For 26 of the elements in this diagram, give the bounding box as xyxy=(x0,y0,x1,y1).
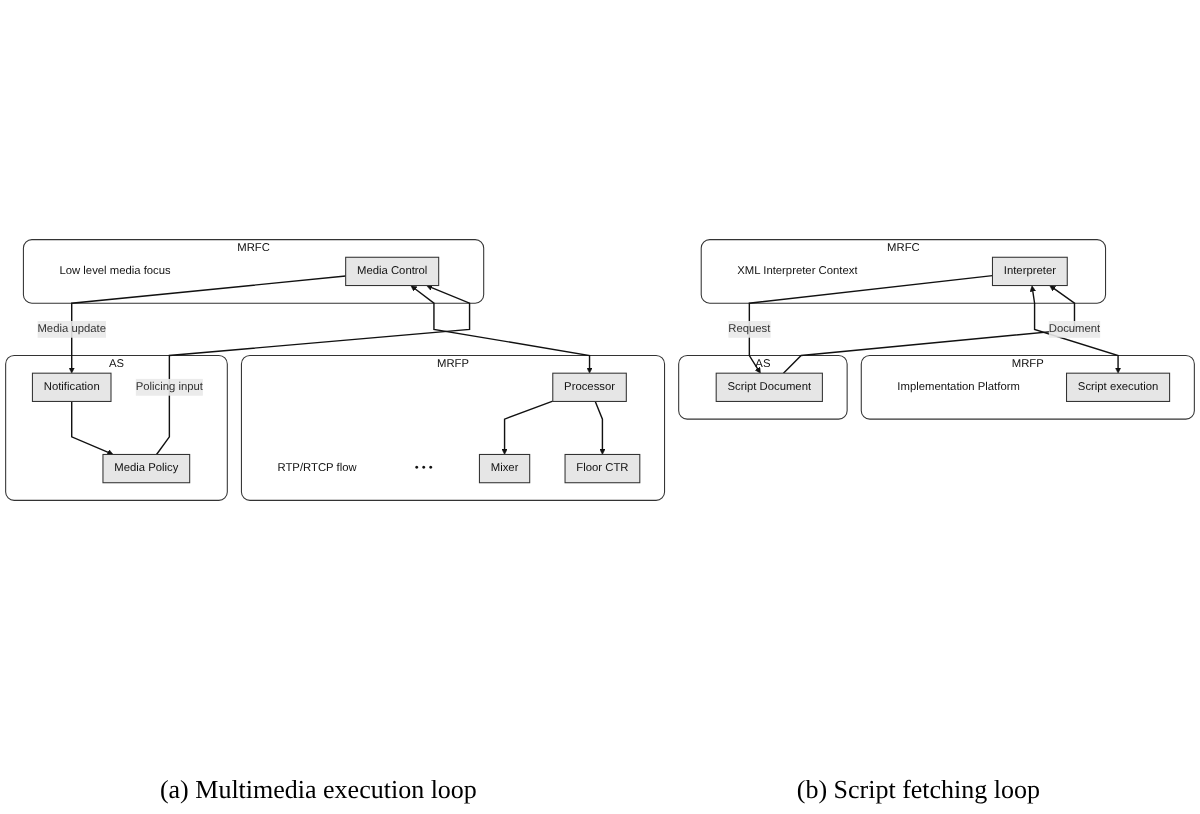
arrow xyxy=(748,274,994,374)
cluster xyxy=(860,355,1195,420)
cluster xyxy=(678,355,848,420)
cluster xyxy=(700,239,1107,304)
figure-caption: (b) Script fetching loop xyxy=(796,774,1041,806)
cluster xyxy=(22,239,485,304)
node-box xyxy=(345,256,440,287)
arrow xyxy=(1029,285,1122,374)
arrow xyxy=(155,284,471,456)
node-box xyxy=(1066,372,1171,402)
arrow xyxy=(594,400,606,455)
arrow xyxy=(71,400,114,456)
arrow xyxy=(410,285,593,374)
cluster xyxy=(5,355,228,501)
cluster xyxy=(240,355,666,501)
arrow xyxy=(68,275,347,374)
node-box xyxy=(31,372,112,402)
node-box xyxy=(478,453,531,484)
arrow xyxy=(501,400,554,455)
figure-caption: (a) Multimedia execution loop xyxy=(159,774,477,806)
node-box xyxy=(102,453,191,484)
node-box xyxy=(564,453,641,484)
node-box xyxy=(991,256,1068,287)
node-box xyxy=(552,372,627,402)
arrow xyxy=(782,285,1076,374)
node-box xyxy=(715,372,823,402)
